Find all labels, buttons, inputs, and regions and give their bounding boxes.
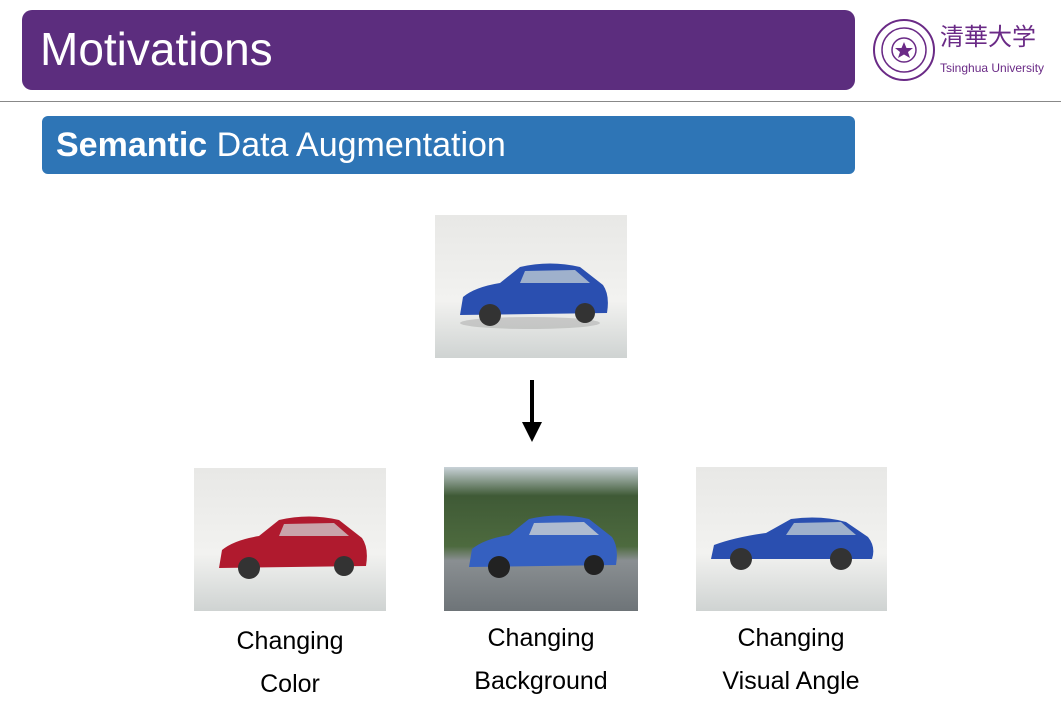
logo-english-text: Tsinghua University <box>940 61 1045 75</box>
university-seal-icon <box>873 19 935 81</box>
down-arrow-icon <box>522 380 542 442</box>
subtitle-bar: Semantic Data Augmentation <box>42 116 855 174</box>
divider <box>0 101 1061 102</box>
caption-line: Color <box>260 670 320 698</box>
background-changed-car-image <box>444 467 638 611</box>
caption-line: Changing <box>737 624 845 652</box>
caption-line: Changing <box>236 627 344 655</box>
caption-line: Visual Angle <box>722 667 860 695</box>
angle-changed-car-image <box>696 467 887 611</box>
slide-title: Motivations <box>40 23 273 75</box>
subtitle-bold: Semantic <box>56 126 208 164</box>
tsinghua-logo: 清華大学 Tsinghua University <box>872 18 1057 82</box>
subtitle-rest: Data Augmentation <box>207 126 506 164</box>
caption-line: Background <box>474 667 608 695</box>
original-car-image <box>435 215 627 358</box>
caption-line: Changing <box>487 624 595 652</box>
logo-chinese-text: 清華大学 <box>940 23 1036 51</box>
subtitle: Semantic Data Augmentation <box>56 124 506 166</box>
title-bar: Motivations <box>22 10 855 90</box>
color-changed-car-image <box>194 468 386 611</box>
